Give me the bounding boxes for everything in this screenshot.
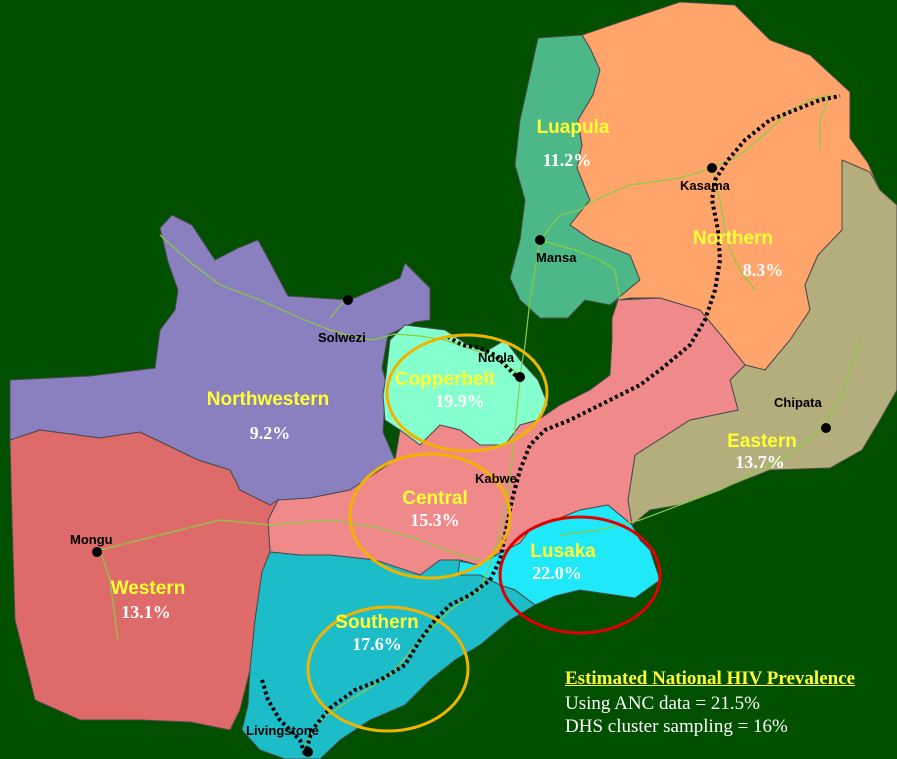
circle-southern [306,605,470,733]
region-percent-northern: 8.3% [743,260,784,280]
region-label-southern: Southern [335,612,418,633]
city-dot-kasama [707,163,717,173]
legend-line-anc: Using ANC data = 21.5% [565,693,760,714]
city-label-kasama: Kasama [680,178,731,193]
legend-title: Estimated National HIV Prevalence [565,668,856,689]
city-label-chipata: Chipata [774,395,822,410]
city-dot-livingstone [303,747,313,757]
city-label-ndola: Ndola [478,350,515,365]
city-label-mongu: Mongu [70,532,113,547]
region-label-lusaka: Lusaka [530,541,596,562]
legend-box: Estimated National HIV Prevalence Using … [565,666,897,738]
region-label-copperbelt: Copperbelt [395,369,496,390]
region-percent-eastern: 13.7% [735,452,785,472]
region-southern [241,551,536,759]
region-percent-copperbelt: 19.9% [435,391,485,411]
city-label-mansa: Mansa [536,250,577,265]
region-label-eastern: Eastern [727,431,797,452]
region-label-western: Western [111,578,186,599]
city-dot-chipata [821,423,831,433]
city-label-kabwe: Kabwe [475,471,517,486]
region-label-luapula: Luapula [537,117,610,138]
region-percent-lusaka: 22.0% [532,563,582,583]
railway-line [260,94,841,756]
region-label-northwestern: Northwestern [207,389,329,410]
region-percent-western: 13.1% [121,602,171,622]
city-label-livingstone: Livingstone [246,723,319,738]
region-percent-central: 15.3% [410,510,460,530]
circle-lusaka [498,515,662,635]
region-percent-luapula: 11.2% [543,150,592,170]
city-dot-mongu [92,547,102,557]
city-dot-ndola [515,372,525,382]
region-percent-southern: 17.6% [352,634,402,654]
legend-line-dhs: DHS cluster sampling = 16% [565,716,788,737]
circle-central [348,452,512,580]
city-dot-solwezi [343,295,353,305]
city-dot-mansa [535,235,545,245]
circle-copperbelt [385,333,549,453]
region-label-northern: Northern [693,228,773,249]
region-percent-northwestern: 9.2% [250,423,291,443]
city-label-solwezi: Solwezi [318,330,366,345]
region-label-central: Central [402,488,467,509]
